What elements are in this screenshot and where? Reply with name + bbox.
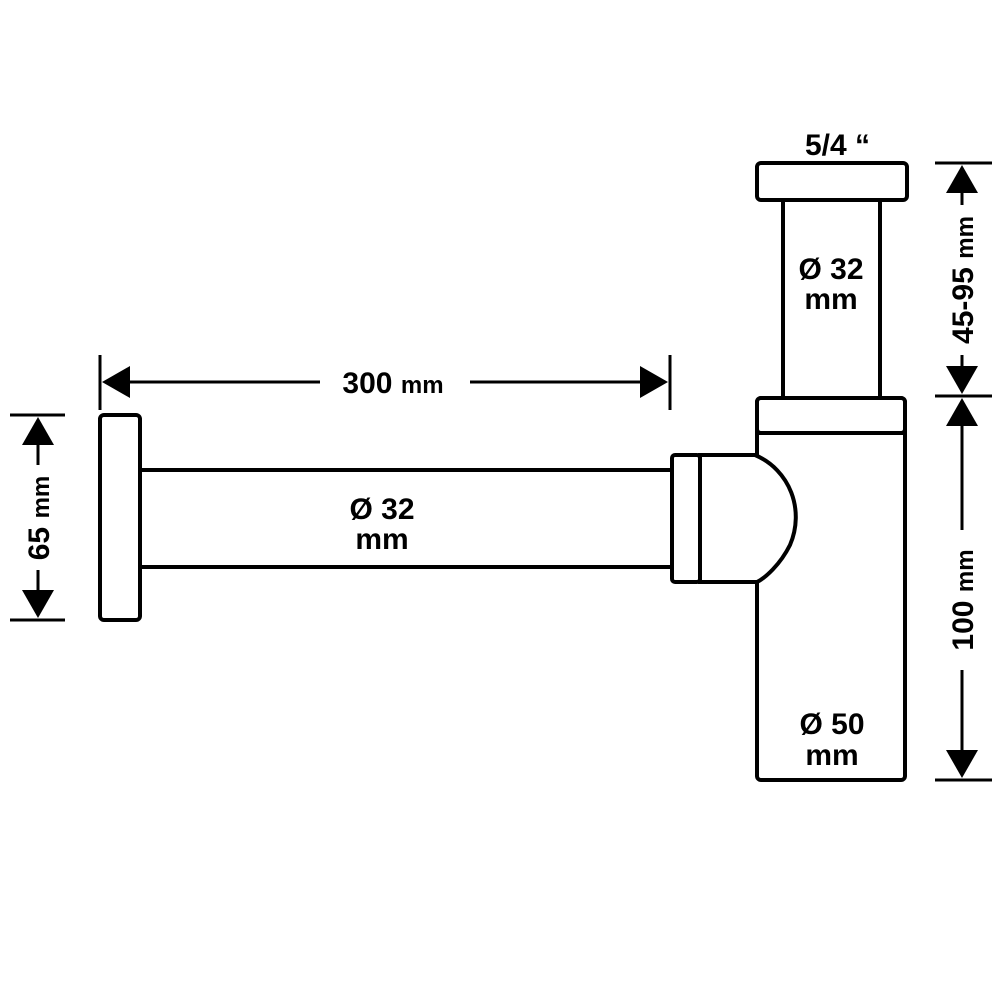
dimension-inlet-range: 45-95 mm bbox=[935, 161, 992, 398]
pipe-length-label: 300 mm bbox=[342, 367, 443, 400]
dimension-body-height: 100 mm bbox=[935, 398, 992, 782]
body-height-unit: mm bbox=[952, 549, 979, 592]
connector-nut bbox=[670, 453, 702, 584]
body-unit: mm bbox=[805, 739, 858, 772]
arrow-down bbox=[946, 750, 978, 778]
body-diameter: Ø 50 bbox=[799, 708, 864, 741]
horizontal-pipe-diameter: Ø 32 bbox=[349, 493, 414, 526]
arrow-right bbox=[640, 366, 668, 398]
arrow-up bbox=[946, 165, 978, 193]
top-cap bbox=[755, 161, 909, 202]
body-top-ring bbox=[755, 396, 907, 435]
arrow-down bbox=[22, 590, 54, 618]
inlet-pipe-diameter: Ø 32 bbox=[798, 253, 863, 286]
wall-height-value: 65 bbox=[23, 527, 56, 560]
arrow-left bbox=[102, 366, 130, 398]
dimension-wall-height: 65 mm bbox=[10, 413, 65, 622]
pipe-length-unit: mm bbox=[401, 372, 444, 399]
arrow-down bbox=[946, 366, 978, 394]
body-height-value: 100 bbox=[947, 601, 980, 651]
horizontal-pipe bbox=[138, 468, 677, 569]
wall-flange bbox=[98, 413, 142, 622]
inlet-range-unit: mm bbox=[952, 216, 979, 259]
wall-height-unit: mm bbox=[28, 476, 55, 519]
arrow-up bbox=[946, 398, 978, 426]
dimension-pipe-length: 300 mm bbox=[98, 355, 672, 410]
pipe-length-value: 300 bbox=[342, 367, 392, 400]
inlet-range-value: 45-95 bbox=[947, 267, 980, 344]
thread-label: 5/4 “ bbox=[805, 129, 870, 162]
inlet-range-label: 45-95 mm bbox=[947, 216, 980, 344]
wall-height-label: 65 mm bbox=[23, 476, 56, 561]
horizontal-pipe-unit: mm bbox=[355, 523, 408, 556]
inlet-pipe-unit: mm bbox=[804, 283, 857, 316]
arrow-up bbox=[22, 417, 54, 445]
body-height-label: 100 mm bbox=[947, 549, 980, 650]
elbow-front bbox=[698, 453, 798, 584]
